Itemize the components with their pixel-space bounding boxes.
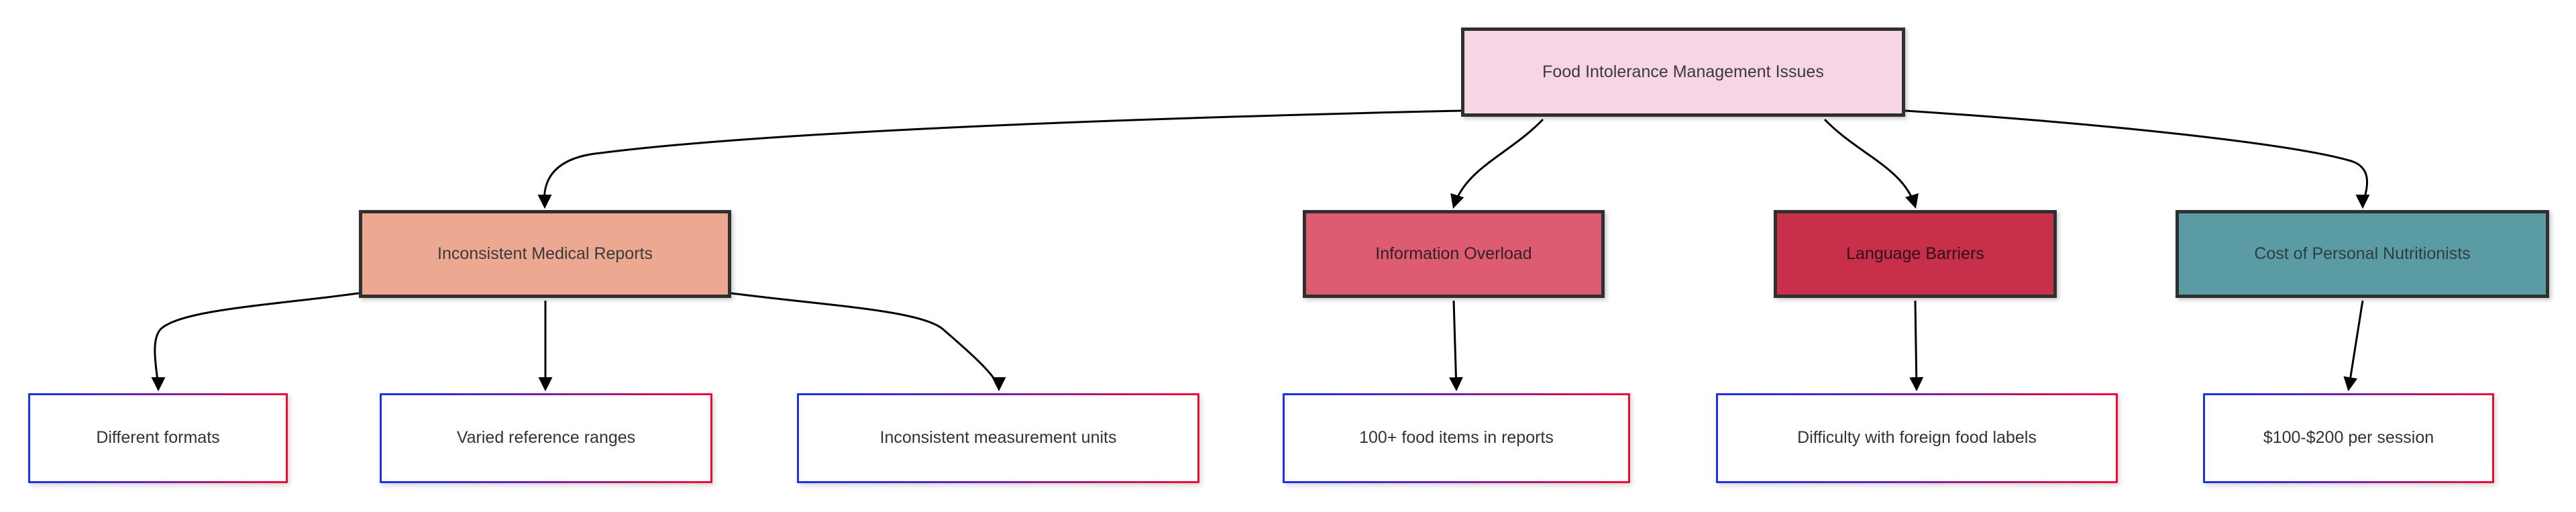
node-inconsistent-medical-reports[interactable]: Inconsistent Medical Reports xyxy=(359,210,731,298)
node-inconsistent-measurement-units[interactable]: Inconsistent measurement units xyxy=(797,393,1199,483)
node-cost-of-personal-nutritionists[interactable]: Cost of Personal Nutritionists xyxy=(2176,210,2549,298)
node-varied-reference-ranges-label: Varied reference ranges xyxy=(456,428,636,448)
node-language-barriers[interactable]: Language Barriers xyxy=(1774,210,2057,298)
node-root-label: Food Intolerance Management Issues xyxy=(1542,62,1824,81)
edge-imr-to-different-formats xyxy=(151,292,360,392)
node-100-plus-food-items-in-reports[interactable]: 100+ food items in reports xyxy=(1283,393,1630,483)
node-root[interactable]: Food Intolerance Management Issues xyxy=(1461,28,1905,117)
node-cost-100-200-per-session-label: $100-$200 per session xyxy=(2263,428,2434,448)
node-information-overload[interactable]: Information Overload xyxy=(1303,210,1605,298)
edge-imr-to-inconsistent-measurement-units xyxy=(731,292,1006,392)
edge-root-to-information-overload xyxy=(1450,118,1544,209)
node-inconsistent-measurement-units-label: Inconsistent measurement units xyxy=(879,428,1117,448)
edge-io-to-100-plus xyxy=(1448,300,1463,392)
node-cost-of-personal-nutritionists-label: Cost of Personal Nutritionists xyxy=(2254,244,2471,263)
edge-lb-to-difficulty xyxy=(1909,300,1924,392)
edge-cpn-to-cost xyxy=(2343,300,2364,392)
edge-root-to-language-barriers xyxy=(1823,118,1919,209)
node-difficulty-with-foreign-food-labels[interactable]: Difficulty with foreign food labels xyxy=(1716,393,2118,483)
node-information-overload-label: Information Overload xyxy=(1375,244,1532,263)
node-100-plus-food-items-in-reports-label: 100+ food items in reports xyxy=(1359,428,1554,448)
node-inconsistent-medical-reports-label: Inconsistent Medical Reports xyxy=(437,244,653,263)
node-language-barriers-label: Language Barriers xyxy=(1846,244,1984,263)
edge-root-to-cost-of-personal-nutritionists xyxy=(1904,109,2370,209)
node-difficulty-with-foreign-food-labels-label: Difficulty with foreign food labels xyxy=(1797,428,2037,448)
node-varied-reference-ranges[interactable]: Varied reference ranges xyxy=(380,393,712,483)
node-different-formats-label: Different formats xyxy=(96,428,220,448)
node-cost-100-200-per-session[interactable]: $100-$200 per session xyxy=(2203,393,2494,483)
edge-root-to-inconsistent-medical-reports xyxy=(537,109,1462,209)
node-different-formats[interactable]: Different formats xyxy=(28,393,288,483)
